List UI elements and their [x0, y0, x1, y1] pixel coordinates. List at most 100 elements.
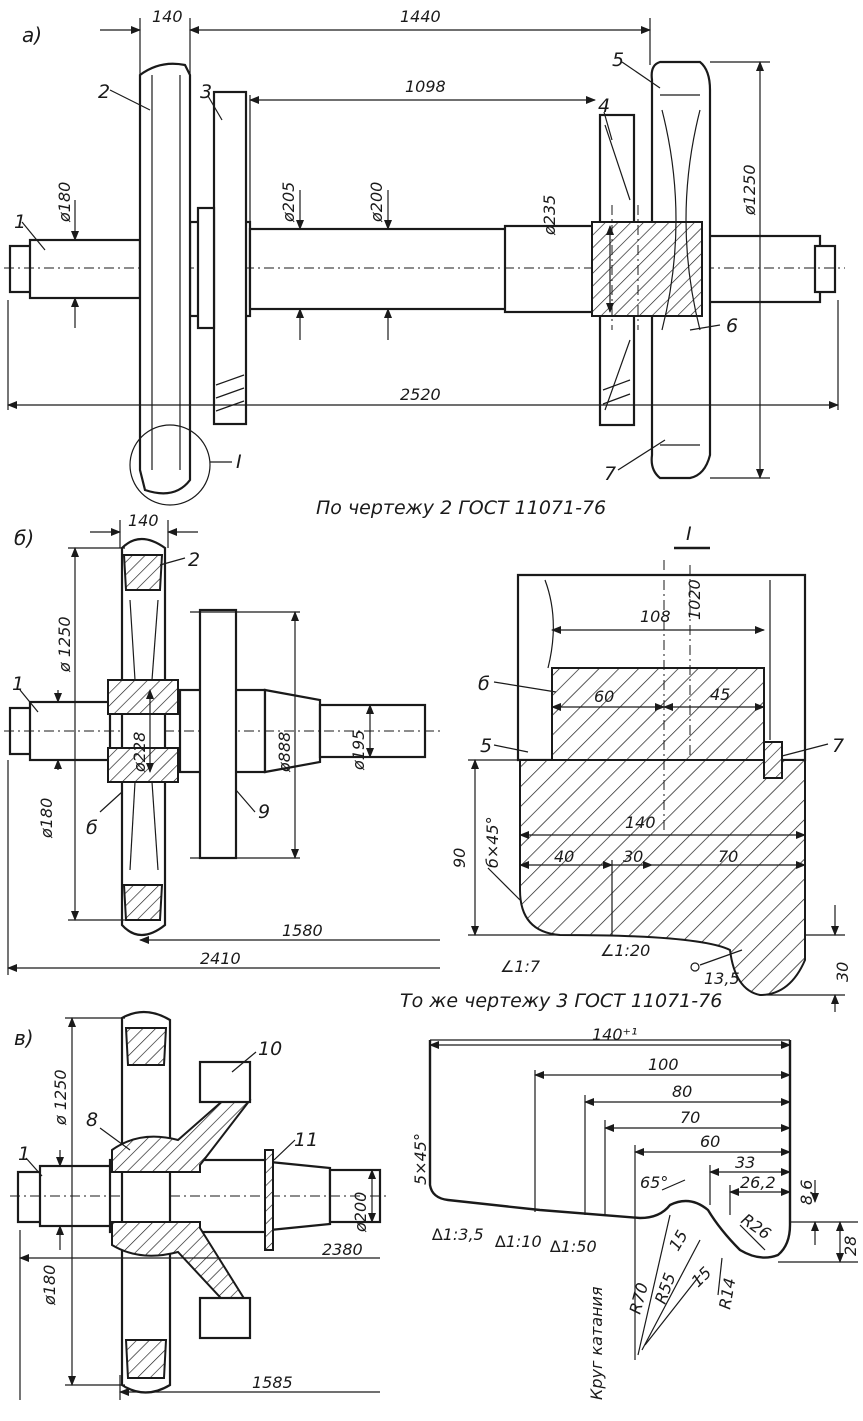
part-b-1: 1: [12, 673, 24, 695]
axle-a: [4, 220, 845, 318]
dim-v-d180: ø180: [40, 1265, 59, 1306]
part-a-3: 3: [200, 81, 212, 103]
rolling-circle-label: Круг катания: [587, 1286, 606, 1400]
panel-v-label: в): [14, 1026, 34, 1050]
dim-a-1440: 1440: [400, 7, 441, 26]
dim-I-45: 45: [710, 685, 730, 704]
dim-b-d1250: ø 1250: [55, 616, 74, 673]
dim-p-26-2: 26,2: [740, 1173, 776, 1192]
dim-a-d200: ø200: [367, 182, 386, 223]
dim-b-d228: ø228: [130, 732, 149, 773]
part-I-7: 7: [832, 735, 844, 757]
part-a-7: 7: [604, 463, 616, 485]
gear-3-a: [196, 90, 248, 426]
dim-a-d205: ø205: [279, 182, 298, 223]
part-v-8: 8: [86, 1109, 98, 1131]
panel-v: в): [10, 1010, 390, 1400]
dim-v-1585: 1585: [252, 1373, 293, 1392]
dim-I-40: 40: [554, 847, 574, 866]
part-I-6: б: [478, 673, 490, 695]
part-v-10: 10: [258, 1038, 282, 1060]
part-a-4: 4: [598, 95, 610, 117]
dim-p-28: 28: [841, 1236, 860, 1256]
gear-9-b: [190, 608, 300, 860]
dim-I-90: 90: [450, 848, 469, 868]
caption-gost-2: По чертежу 2 ГОСТ 11071-76: [316, 497, 606, 519]
gear-10-v: [198, 1060, 274, 1340]
part-a-6: 6: [726, 315, 738, 337]
dim-I-slope-1-20: ∠1:20: [600, 941, 650, 960]
dim-b-d180: ø180: [37, 798, 56, 839]
part-a-1: 1: [14, 211, 26, 233]
dim-I-chamfer: б×45°: [483, 816, 502, 868]
detail-marker-I: I: [236, 451, 242, 473]
panel-a-dimensions: [7, 18, 839, 479]
part-I-5: 5: [480, 735, 492, 757]
dim-v-2380: 2380: [322, 1240, 363, 1259]
dim-v-d1250: ø 1250: [51, 1069, 70, 1126]
dim-p-r26: R26: [738, 1210, 775, 1244]
profile-dimensions: [429, 1041, 858, 1360]
wheel-v: [111, 1010, 252, 1394]
caption-gost-3: То же чертежу 3 ГОСТ 11071-76: [400, 990, 722, 1012]
part-v-1: 1: [18, 1143, 30, 1165]
dim-a-d1250: ø1250: [740, 164, 759, 216]
part-v-11: 11: [294, 1129, 318, 1151]
dim-p-slope-10: ∆1:10: [494, 1232, 542, 1251]
dim-I-1020: 1020: [685, 579, 704, 620]
dim-p-slope-3-5: ∆1:3,5: [431, 1225, 484, 1244]
detail-I-dimensions: [468, 626, 845, 1012]
detail-I-leaders: [493, 681, 829, 757]
dim-a-d180: ø180: [55, 182, 74, 223]
dim-p-65deg: 65°: [640, 1173, 668, 1192]
dim-I-radius: 13,5: [704, 969, 740, 988]
wheel-profile: 140⁺¹ 100 80 70 60 33 26,2 8,6 28 5×45° …: [411, 1025, 860, 1400]
dim-p-33: 33: [735, 1153, 755, 1172]
dim-I-108: 108: [640, 607, 671, 626]
part-b-9: 9: [258, 801, 270, 823]
profile-outline: [428, 1040, 792, 1259]
dim-p-r55: R55: [651, 1270, 680, 1306]
dim-b-d888: ø888: [275, 732, 294, 773]
dim-I-70: 70: [718, 847, 738, 866]
panel-b-leaders: [19, 557, 256, 813]
dim-I-30-height: 30: [833, 962, 852, 982]
dim-p-slope-50: ∆1:50: [549, 1237, 597, 1256]
dim-I-30: 30: [623, 847, 643, 866]
dim-a-2520: 2520: [400, 385, 441, 404]
panel-v-dimensions: [19, 1017, 380, 1400]
dim-I-60: 60: [594, 687, 614, 706]
dim-p-15a: 15: [665, 1227, 692, 1254]
dim-b-d195: ø195: [349, 730, 368, 771]
dim-a-1098: 1098: [405, 77, 446, 96]
detail-title: I: [686, 523, 692, 545]
dim-b-2410: 2410: [200, 949, 241, 968]
panel-b-label: б): [14, 526, 34, 550]
dim-a-140: 140: [152, 7, 183, 26]
detail-I: I 108 1020 6: [400, 523, 852, 1012]
dim-p-8-6: 8,6: [797, 1180, 816, 1205]
dim-b-140: 140: [128, 511, 159, 530]
panel-a-label: а): [22, 23, 42, 47]
dim-p-top: 140⁺¹: [592, 1025, 637, 1044]
part-a-2: 2: [98, 81, 110, 103]
part-a-5: 5: [612, 49, 624, 71]
dim-p-70: 70: [680, 1108, 700, 1127]
panel-a: а): [4, 7, 845, 519]
panel-a-leaders: [21, 61, 721, 471]
dim-p-chamfer: 5×45°: [411, 1133, 430, 1185]
dim-I-slope-1-7: ∠1:7: [500, 957, 541, 976]
dim-a-d235: ø235: [540, 195, 559, 236]
dim-b-1580: 1580: [282, 921, 323, 940]
part-b-6: б: [86, 817, 98, 839]
panel-b: б): [4, 511, 440, 975]
part-b-2: 2: [188, 549, 200, 571]
panel-b-dimensions: [7, 520, 440, 975]
wheel-b: [107, 537, 179, 937]
dim-I-140: 140: [625, 813, 656, 832]
dim-v-d200: ø200: [351, 1192, 370, 1233]
dim-p-100: 100: [648, 1055, 679, 1074]
panel-v-leaders: [25, 1051, 296, 1177]
dim-p-60: 60: [700, 1132, 720, 1151]
